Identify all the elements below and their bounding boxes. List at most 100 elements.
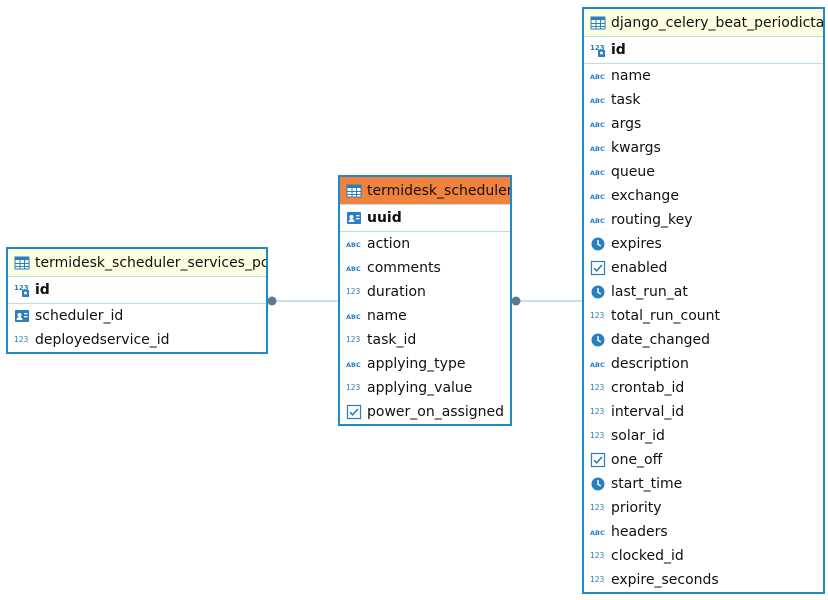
primary-key-column[interactable]: uuid <box>340 205 510 231</box>
column-name: name <box>611 68 651 84</box>
svg-text:123: 123 <box>590 431 605 440</box>
svg-text:ABC: ABC <box>346 241 361 249</box>
column-name: scheduler_id <box>35 308 124 324</box>
entity-header[interactable]: termidesk_scheduler <box>340 177 510 205</box>
column-name: action <box>367 236 411 252</box>
column-row[interactable]: last_run_at <box>584 280 823 304</box>
column-name: exchange <box>611 188 679 204</box>
column-name: expires <box>611 236 662 252</box>
text-icon: ABC <box>346 260 362 276</box>
column-row[interactable]: expires <box>584 232 823 256</box>
column-row[interactable]: ABC applying_type <box>340 352 510 376</box>
clock-icon <box>590 476 606 492</box>
column-row[interactable]: 123 crontab_id <box>584 376 823 400</box>
column-row[interactable]: ABC routing_key <box>584 208 823 232</box>
clock-icon <box>590 236 606 252</box>
numeric-icon: 123 <box>346 284 362 300</box>
column-row[interactable]: 123 applying_value <box>340 376 510 400</box>
text-icon: ABC <box>590 68 606 84</box>
svg-text:ABC: ABC <box>590 529 605 537</box>
foreign-key-icon <box>346 210 362 226</box>
connector-endpoint-dot <box>267 296 277 306</box>
column-name: applying_type <box>367 356 466 372</box>
svg-text:ABC: ABC <box>590 217 605 225</box>
column-row[interactable]: ABC comments <box>340 256 510 280</box>
entity-title: termidesk_scheduler <box>367 182 510 199</box>
text-icon: ABC <box>590 140 606 156</box>
numeric-key-icon: 123 <box>14 282 30 298</box>
text-icon: ABC <box>346 308 362 324</box>
column-name: routing_key <box>611 212 693 228</box>
numeric-icon: 123 <box>590 380 606 396</box>
column-name: last_run_at <box>611 284 688 300</box>
column-row[interactable]: ABC kwargs <box>584 136 823 160</box>
connector-endpoint-dot <box>511 296 521 306</box>
svg-text:123: 123 <box>346 287 361 296</box>
column-name: args <box>611 116 642 132</box>
entity-header[interactable]: django_celery_beat_periodictask <box>584 9 823 37</box>
column-row[interactable]: date_changed <box>584 328 823 352</box>
checkbox-icon <box>346 404 362 420</box>
column-row[interactable]: one_off <box>584 448 823 472</box>
column-row[interactable]: power_on_assigned <box>340 400 510 424</box>
checkbox-icon <box>590 260 606 276</box>
svg-text:ABC: ABC <box>346 361 361 369</box>
text-icon: ABC <box>346 236 362 252</box>
column-name: expire_seconds <box>611 572 719 588</box>
svg-text:123: 123 <box>590 311 605 320</box>
svg-text:123: 123 <box>590 44 605 52</box>
column-name: comments <box>367 260 441 276</box>
column-name: task_id <box>367 332 417 348</box>
numeric-icon: 123 <box>346 332 362 348</box>
svg-text:ABC: ABC <box>590 361 605 369</box>
entity-header[interactable]: termidesk_scheduler_services_pools <box>8 249 266 277</box>
column-name: crontab_id <box>611 380 685 396</box>
column-row[interactable]: scheduler_id <box>8 304 266 328</box>
column-name: enabled <box>611 260 668 276</box>
clock-icon <box>590 332 606 348</box>
table-icon <box>590 15 606 31</box>
column-name: description <box>611 356 689 372</box>
column-name: kwargs <box>611 140 661 156</box>
column-name: one_off <box>611 452 663 468</box>
svg-text:ABC: ABC <box>590 169 605 177</box>
column-row[interactable]: ABC name <box>584 64 823 88</box>
numeric-icon: 123 <box>590 308 606 324</box>
column-name: priority <box>611 500 662 516</box>
text-icon: ABC <box>346 356 362 372</box>
column-row[interactable]: start_time <box>584 472 823 496</box>
column-row[interactable]: 123 task_id <box>340 328 510 352</box>
numeric-icon: 123 <box>14 332 30 348</box>
column-name: applying_value <box>367 380 473 396</box>
checkbox-icon <box>590 452 606 468</box>
svg-text:ABC: ABC <box>590 145 605 153</box>
column-row[interactable]: ABC description <box>584 352 823 376</box>
svg-text:123: 123 <box>346 383 361 392</box>
column-row[interactable]: ABC action <box>340 232 510 256</box>
column-row[interactable]: enabled <box>584 256 823 280</box>
